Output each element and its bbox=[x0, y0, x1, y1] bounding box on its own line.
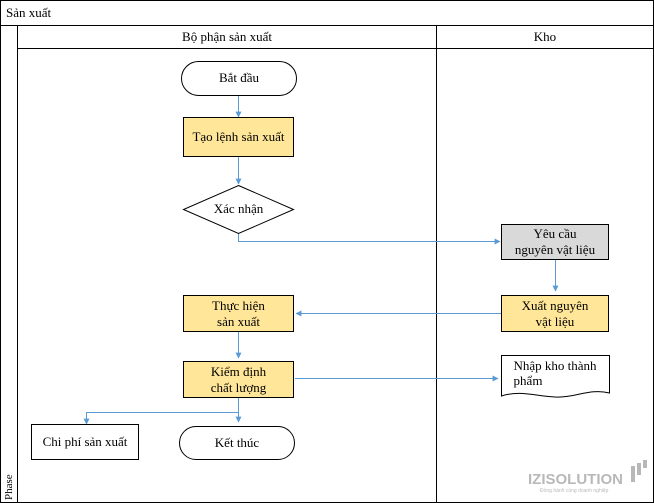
issue-materials-label-line1: Xuất nguyên bbox=[522, 298, 589, 313]
request-materials-label-line2: nguyên vật liệu bbox=[515, 242, 596, 257]
finished-goods-label-line2: phẩm bbox=[514, 373, 543, 388]
end-label: Kết thúc bbox=[215, 435, 260, 450]
production-cost-node: Chi phí sản xuất bbox=[31, 424, 139, 460]
finished-goods-receipt-node: Nhập kho thành phẩm bbox=[501, 355, 610, 398]
issue-materials-label-line2: vật liệu bbox=[536, 314, 575, 329]
confirm-label: Xác nhận bbox=[214, 201, 264, 216]
watermark-tagline: Đồng hành cùng doanh nghiệp bbox=[540, 488, 609, 494]
production-cost-label: Chi phí sản xuất bbox=[43, 434, 128, 449]
quality-inspection-label-line2: chất lượng bbox=[211, 380, 267, 395]
perform-production-node: Thực hiện sản xuất bbox=[183, 295, 294, 332]
issue-materials-node: Xuất nguyên vật liệu bbox=[501, 295, 609, 332]
watermark-brand: IZISOLUTION bbox=[528, 471, 623, 488]
quality-inspection-node: Kiểm định chất lượng bbox=[183, 361, 294, 398]
start-label: Bắt đầu bbox=[219, 70, 260, 85]
confirm-decision-node: Xác nhận bbox=[182, 184, 295, 235]
perform-production-label-line2: sản xuất bbox=[217, 314, 260, 329]
connector-confirm-to-request bbox=[238, 233, 501, 245]
diagram-title: Sản xuất bbox=[6, 5, 52, 20]
start-node: Bắt đầu bbox=[181, 61, 297, 96]
quality-inspection-label-line1: Kiểm định bbox=[211, 364, 267, 379]
create-order-node: Tạo lệnh sản xuất bbox=[183, 117, 294, 157]
request-materials-label-line1: Yêu cầu bbox=[534, 226, 577, 241]
end-node: Kết thúc bbox=[179, 426, 295, 460]
phase-label: Phase bbox=[3, 474, 15, 500]
lane-header-warehouse: Kho bbox=[534, 29, 556, 44]
izisolution-watermark: IZISOLUTION Đồng hành cùng doanh nghiệp bbox=[528, 460, 647, 494]
watermark-logo-icon bbox=[631, 460, 647, 482]
perform-production-label-line1: Thực hiện bbox=[212, 298, 265, 313]
request-materials-node: Yêu cầu nguyên vật liệu bbox=[501, 224, 609, 260]
lane-header-production: Bộ phận sản xuất bbox=[182, 29, 272, 44]
finished-goods-label-line1: Nhập kho thành bbox=[513, 358, 597, 373]
create-order-label: Tạo lệnh sản xuất bbox=[192, 129, 284, 144]
